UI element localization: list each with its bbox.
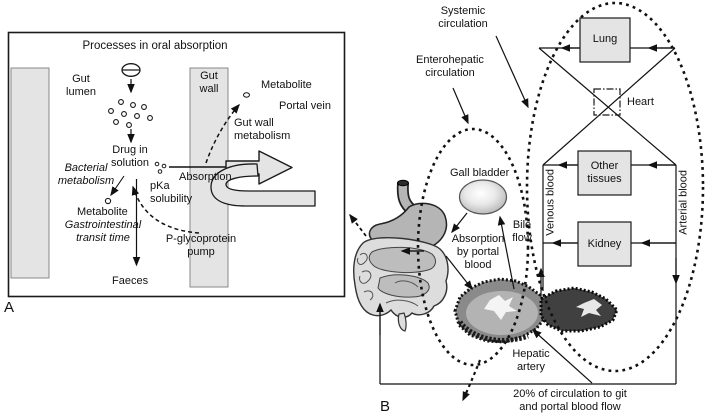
panel-a-graphics bbox=[7, 31, 346, 298]
portal-vein-label: Portal vein bbox=[279, 100, 331, 112]
tablet-icon bbox=[121, 63, 141, 77]
drug-particles-icon bbox=[108, 99, 153, 128]
gi-tract-organ bbox=[353, 179, 449, 332]
pka-solubility-label: pKa solubility bbox=[150, 180, 193, 205]
circulation-caption: 20% of circulation to git and portal blo… bbox=[513, 388, 627, 413]
gut-wall-metabolism-label: Gut wall metabolism bbox=[234, 117, 291, 142]
systemic-circulation-loop bbox=[525, 1, 705, 373]
hepatic-artery-label: Hepatic artery bbox=[512, 348, 550, 373]
kidney-box bbox=[577, 221, 632, 267]
systemic-circulation-label: Systemic circulation bbox=[438, 5, 488, 30]
gut-wall-label: Gut wall bbox=[199, 70, 219, 95]
gall-bladder-icon bbox=[458, 179, 508, 215]
gastrointestinal-transit-time-label: Gastrointestinal transit time bbox=[64, 219, 142, 244]
absorption-by-portal-blood-label: Absorption by portal blood bbox=[451, 233, 505, 271]
bile-flow-label: Bile flow bbox=[512, 219, 532, 244]
esophagus-icon bbox=[397, 179, 409, 187]
p-glycoprotein-pump-label: P-glycoprotein pump bbox=[165, 233, 237, 258]
liver-organ bbox=[453, 277, 619, 344]
panel-a-frame bbox=[7, 31, 346, 298]
systemic-pointer-arrow bbox=[495, 35, 529, 109]
bile-to-gallbladder-arrow bbox=[497, 215, 515, 290]
gi-to-panel-a-dashed-arrow bbox=[349, 213, 367, 237]
metabolite-top-label: Metabolite bbox=[261, 79, 312, 91]
gut-lumen-label: Gut lumen bbox=[66, 73, 96, 98]
panel-b-letter: B bbox=[380, 398, 391, 415]
lung-label: Lung bbox=[592, 33, 618, 45]
drug-in-solution-label: Drug in solution bbox=[111, 144, 149, 169]
gut-lumen-wall-bar bbox=[10, 67, 50, 279]
bacterial-metabolism-arrow bbox=[110, 175, 125, 197]
metabolite-left-label: Metabolite bbox=[77, 206, 128, 218]
gall-bladder-label: Gall bladder bbox=[450, 167, 510, 179]
enterohepatic-pointer-arrow bbox=[452, 87, 469, 125]
other-tissues-label: Other tissues bbox=[587, 160, 622, 185]
panel-a-title: Processes in oral absorption bbox=[82, 40, 228, 52]
bacterial-metabolism-label: Bacterial metabolism bbox=[57, 162, 115, 187]
arterial-blood-label: Arterial blood bbox=[677, 169, 690, 235]
gut-wall-metabolism-dashed-arrow bbox=[205, 103, 240, 164]
circulation-lines bbox=[376, 44, 680, 385]
enterohepatic-circulation-label: Enterohepatic circulation bbox=[416, 54, 484, 79]
efflux-uturn-band bbox=[210, 163, 316, 207]
venous-blood-label: Venous blood bbox=[544, 169, 557, 236]
pka-solubility-dashed-arrow bbox=[131, 185, 200, 234]
panel-a-letter: A bbox=[4, 299, 15, 316]
absorption-label: Absorption bbox=[179, 171, 232, 183]
kidney-label: Kidney bbox=[587, 238, 622, 250]
enterohepatic-exit-dashed-arrow bbox=[461, 359, 482, 402]
portal-absorption-arrow bbox=[445, 255, 473, 291]
metabolite-particle-icon bbox=[104, 197, 112, 205]
heart-label: Heart bbox=[627, 96, 654, 108]
heart-box bbox=[593, 88, 621, 116]
metabolite-top-particle-icon bbox=[243, 92, 250, 98]
enterohepatic-circulation-loop bbox=[416, 127, 530, 367]
other-tissues-box bbox=[577, 150, 632, 196]
lung-box bbox=[579, 17, 631, 63]
panel-b-graphics bbox=[349, 1, 705, 402]
faeces-label: Faeces bbox=[112, 275, 149, 287]
gallbladder-to-gut-arrow bbox=[451, 212, 468, 234]
organ-boxes bbox=[577, 17, 632, 267]
hepatic-artery-arrow bbox=[531, 329, 593, 384]
molecule-dots-icon bbox=[154, 161, 167, 174]
